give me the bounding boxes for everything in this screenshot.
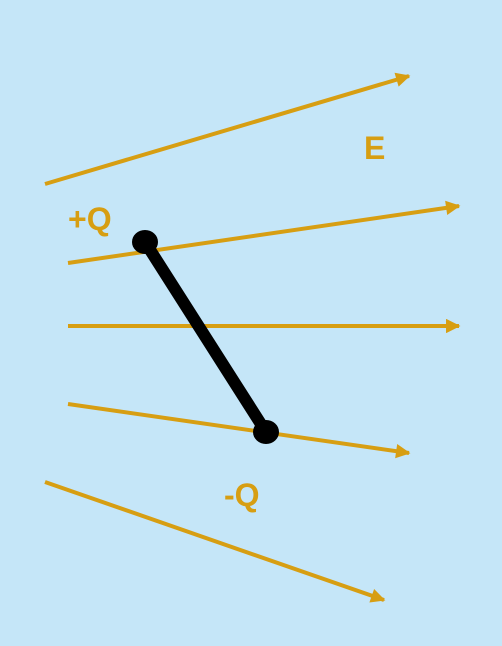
negative-charge-label: -Q <box>224 477 260 513</box>
field-lines <box>44 72 461 603</box>
negative-charge-dot <box>253 420 279 444</box>
field-line-2 <box>67 200 461 265</box>
positive-charge-label: +Q <box>68 201 112 237</box>
field-line-4 <box>67 402 411 459</box>
dipole-rod <box>139 236 272 438</box>
field-line-1 <box>44 72 411 186</box>
positive-charge-dot <box>132 230 158 254</box>
field-line-5 <box>44 480 386 603</box>
field-label: E <box>364 130 385 166</box>
dipole <box>132 230 279 444</box>
